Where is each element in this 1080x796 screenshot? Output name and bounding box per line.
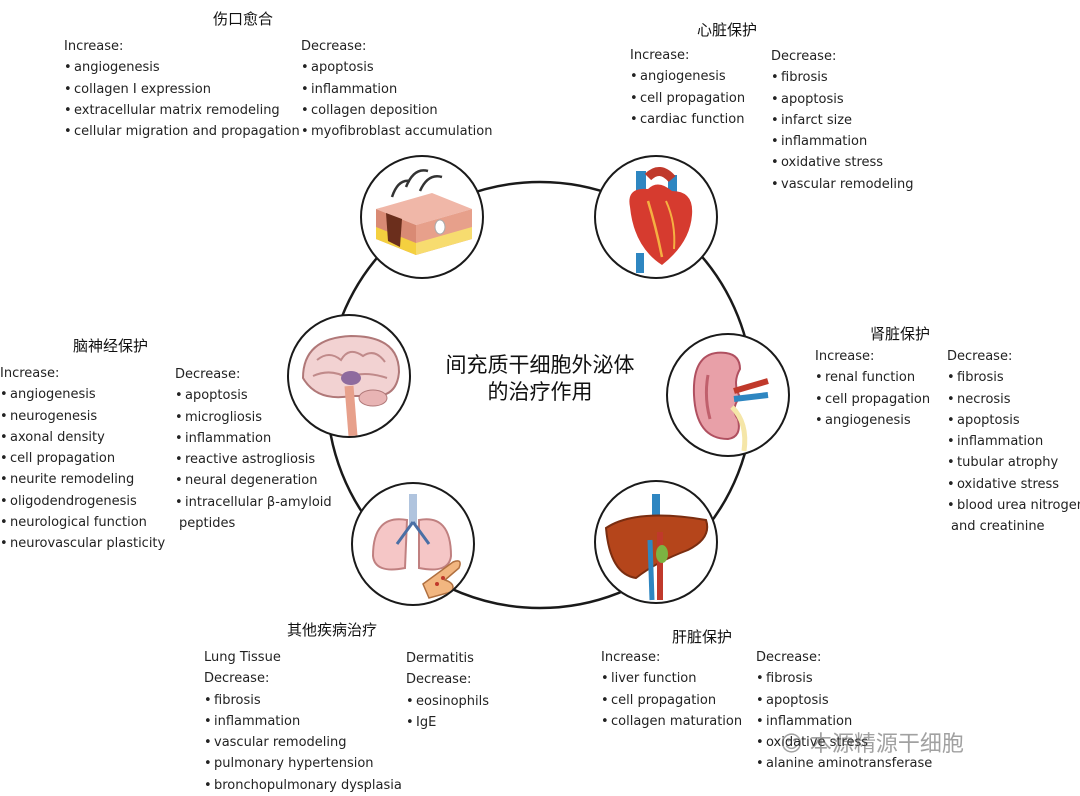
- list-item: apoptosis: [301, 57, 492, 78]
- other-diseases-title: 其他疾病治疗: [287, 621, 378, 639]
- liver-decrease-label: Decrease:: [756, 650, 822, 665]
- list-item: collagen deposition: [301, 100, 492, 121]
- list-item: angiogenesis: [630, 66, 745, 87]
- list-item: IgE: [406, 712, 489, 733]
- list-item: apoptosis: [947, 410, 1080, 431]
- list-item: neural degeneration: [175, 470, 332, 491]
- lung-tissue-heading: Lung Tissue: [204, 650, 281, 665]
- heart-decrease-list: Decrease: fibrosis apoptosis infarct siz…: [771, 46, 914, 195]
- list-item: oxidative stress: [947, 474, 1080, 495]
- liver-increase-list: Increase: liver function cell propagatio…: [601, 647, 742, 732]
- list-item: neurite remodeling: [0, 469, 165, 490]
- list-item: cell propagation: [601, 690, 742, 711]
- kidney-decrease-list: Decrease: fibrosis necrosis apoptosis in…: [947, 346, 1080, 538]
- brain-decrease-label: Decrease:: [175, 367, 241, 382]
- list-item: eosinophils: [406, 691, 489, 712]
- kidney-title: 肾脏保护: [870, 325, 931, 343]
- brain-decrease-list: Decrease: apoptosis microgliosis inflamm…: [175, 364, 332, 534]
- dermatitis-list: Dermatitis Decrease: eosinophils IgE: [406, 648, 489, 733]
- list-item: inflammation: [301, 79, 492, 100]
- list-item-continuation: and creatinine: [951, 519, 1045, 535]
- list-item: alanine aminotransferase: [756, 753, 932, 774]
- list-item: cell propagation: [815, 389, 930, 410]
- list-item: angiogenesis: [0, 384, 165, 405]
- list-item: inflammation: [204, 711, 402, 732]
- list-item: necrosis: [947, 389, 1080, 410]
- kidney-icon: [666, 333, 790, 457]
- lung-decrease-label: Decrease:: [204, 671, 270, 687]
- wound-increase-label: Increase:: [64, 39, 124, 54]
- center-title-line2: 的治疗作用: [487, 380, 593, 404]
- center-title-line1: 间充质干细胞外泌体: [445, 353, 635, 377]
- list-item: apoptosis: [175, 385, 332, 406]
- list-item: fibrosis: [204, 690, 402, 711]
- list-item: collagen I expression: [64, 79, 300, 100]
- list-item: angiogenesis: [64, 57, 300, 78]
- kidney-increase-list: Increase: renal function cell propagatio…: [815, 346, 930, 431]
- list-item: blood urea nitrogen: [947, 495, 1080, 516]
- list-item: oxidative stress: [756, 732, 932, 753]
- wound-healing-title: 伤口愈合: [213, 10, 274, 28]
- list-item: fibrosis: [756, 668, 932, 689]
- brain-increase-list: Increase: angiogenesis neurogenesis axon…: [0, 363, 165, 555]
- list-item: renal function: [815, 367, 930, 388]
- list-item: cardiac function: [630, 109, 745, 130]
- list-item: tubular atrophy: [947, 452, 1080, 473]
- list-item-continuation: peptides: [179, 516, 236, 532]
- center-title: 间充质干细胞外泌体 的治疗作用: [410, 352, 670, 406]
- list-item: apoptosis: [756, 690, 932, 711]
- list-item: inflammation: [947, 431, 1080, 452]
- list-item: liver function: [601, 668, 742, 689]
- brain-increase-label: Increase:: [0, 366, 60, 381]
- list-item: microgliosis: [175, 407, 332, 428]
- list-item: inflammation: [756, 711, 932, 732]
- list-item: intracellular β-amyloid: [175, 492, 332, 513]
- list-item: cell propagation: [630, 88, 745, 109]
- heart-title: 心脏保护: [697, 21, 758, 39]
- list-item: apoptosis: [771, 89, 914, 110]
- list-item: fibrosis: [771, 67, 914, 88]
- list-item: axonal density: [0, 427, 165, 448]
- list-item: fibrosis: [947, 367, 1080, 388]
- list-item: collagen maturation: [601, 711, 742, 732]
- skin-section-icon: [360, 155, 484, 279]
- heart-icon: [594, 155, 718, 279]
- list-item: oxidative stress: [771, 152, 914, 173]
- wound-increase-list: Increase: angiogenesis collagen I expres…: [64, 36, 300, 142]
- lungs-hand-icon: [351, 482, 475, 606]
- wound-decrease-list: Decrease: apoptosis inflammation collage…: [301, 36, 492, 142]
- list-item: pulmonary hypertension: [204, 753, 402, 774]
- kidney-increase-label: Increase:: [815, 349, 875, 364]
- list-item: vascular remodeling: [204, 732, 402, 753]
- wound-decrease-label: Decrease:: [301, 39, 367, 54]
- lung-tissue-list: Lung Tissue Decrease: fibrosis inflammat…: [204, 647, 402, 796]
- list-item: reactive astrogliosis: [175, 449, 332, 470]
- list-item: angiogenesis: [815, 410, 930, 431]
- list-item: oligodendrogenesis: [0, 491, 165, 512]
- list-item: cellular migration and propagation: [64, 121, 300, 142]
- list-item: bronchopulmonary dysplasia: [204, 775, 402, 796]
- list-item: vascular remodeling: [771, 174, 914, 195]
- dermatitis-heading: Dermatitis: [406, 651, 474, 666]
- dermatitis-decrease-label: Decrease:: [406, 672, 472, 688]
- list-item: myofibroblast accumulation: [301, 121, 492, 142]
- list-item: neurovascular plasticity: [0, 533, 165, 554]
- brain-title: 脑神经保护: [73, 337, 149, 355]
- heart-decrease-label: Decrease:: [771, 49, 837, 64]
- liver-increase-label: Increase:: [601, 650, 661, 665]
- list-item: extracellular matrix remodeling: [64, 100, 300, 121]
- watermark: ☺ 本源精源干细胞: [780, 732, 964, 757]
- liver-title: 肝脏保护: [672, 628, 733, 646]
- list-item: neurogenesis: [0, 406, 165, 427]
- list-item: neurological function: [0, 512, 165, 533]
- liver-icon: [594, 480, 718, 604]
- kidney-decrease-label: Decrease:: [947, 349, 1013, 364]
- list-item: inflammation: [175, 428, 332, 449]
- heart-increase-list: Increase: angiogenesis cell propagation …: [630, 45, 745, 130]
- list-item: cell propagation: [0, 448, 165, 469]
- list-item: inflammation: [771, 131, 914, 152]
- liver-decrease-list: Decrease: fibrosis apoptosis inflammatio…: [756, 647, 932, 775]
- heart-increase-label: Increase:: [630, 48, 690, 63]
- list-item: infarct size: [771, 110, 914, 131]
